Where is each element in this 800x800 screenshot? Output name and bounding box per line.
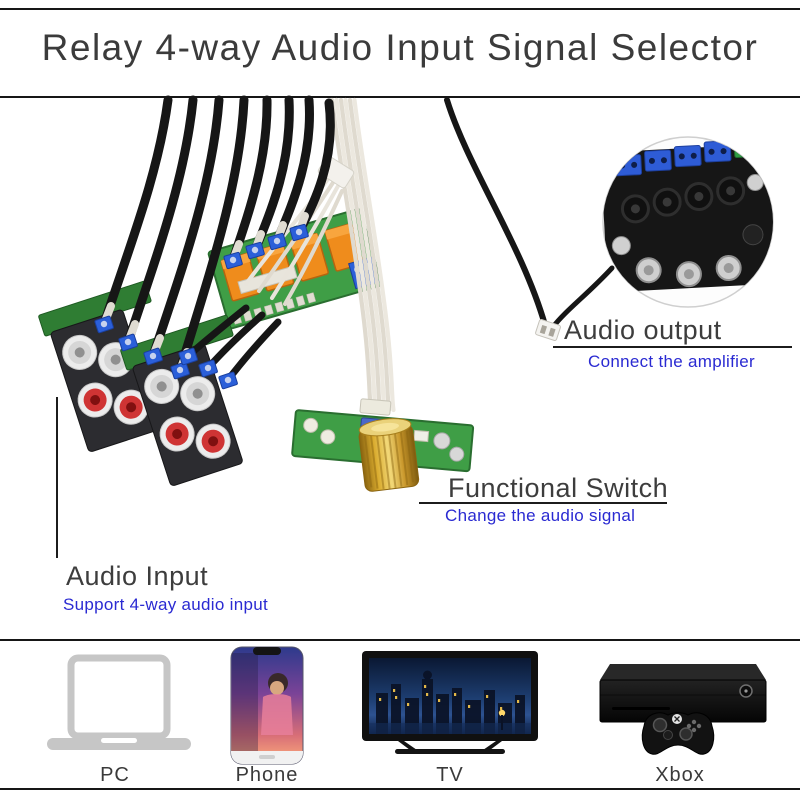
connector-plug xyxy=(535,319,561,341)
top-rule xyxy=(0,8,800,10)
device-label-pc: PC xyxy=(100,764,130,786)
functional-switch-description: Change the audio signal xyxy=(445,506,636,525)
ribbon-plug xyxy=(359,398,392,416)
device-label-phone: Phone xyxy=(235,764,299,786)
audio-input-label: Audio Input xyxy=(66,561,209,591)
volume-knob xyxy=(358,418,420,492)
game-console-icon xyxy=(599,664,767,755)
television-icon xyxy=(362,651,538,754)
smartphone-icon xyxy=(230,646,304,765)
bottom-rule xyxy=(0,788,800,790)
audio-input-description: Support 4-way audio input xyxy=(63,595,269,614)
devices-top-rule xyxy=(0,639,800,641)
amplifier-wire xyxy=(444,97,615,330)
audio-output-label: Audio output xyxy=(564,315,722,345)
functional-switch-label: Functional Switch xyxy=(448,473,669,503)
terminal-blocks xyxy=(94,223,309,390)
amplifier-inset xyxy=(602,136,774,308)
audio-output-description: Connect the amplifier xyxy=(588,352,755,371)
game-controller-icon xyxy=(641,712,715,755)
device-label-xbox: Xbox xyxy=(655,764,705,786)
page-title: Relay 4-way Audio Input Signal Selector xyxy=(41,27,759,68)
laptop-icon xyxy=(47,654,191,750)
rca-input-board-right xyxy=(120,314,243,486)
title-rule xyxy=(0,96,800,98)
device-label-tv: TV xyxy=(436,764,464,786)
